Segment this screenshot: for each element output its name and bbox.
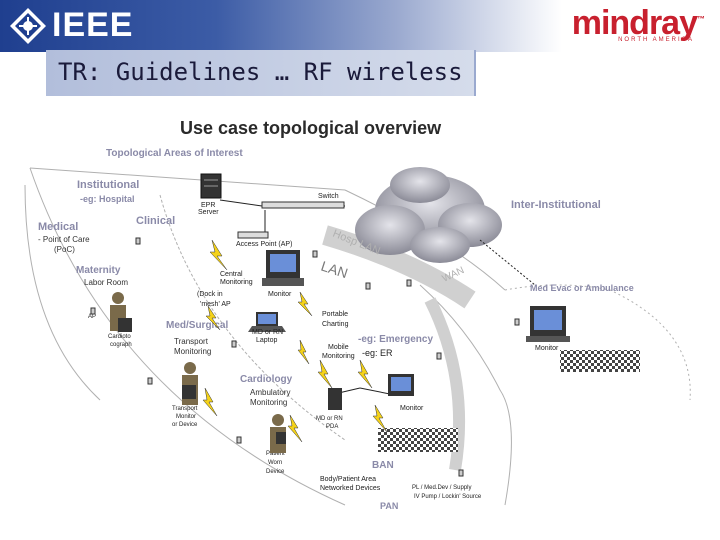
transport-monitoring-label: Monitoring <box>174 347 211 356</box>
laptop-icon <box>248 312 286 332</box>
transport-monitor-label-1: Transport <box>172 406 198 412</box>
mindray-subtitle: NORTH AMERICA <box>618 37 694 43</box>
evac-monitor-label: Monitor <box>535 345 559 352</box>
epr-label: EPR <box>201 202 215 209</box>
cardiotoco-label-1: Cardioto <box>108 334 131 340</box>
ambulatory-label: Ambulatory <box>250 388 290 397</box>
labor-room-label: Labor Room <box>84 278 128 287</box>
transport-monitor-label-3: or Device <box>172 422 198 428</box>
er-monitor-label: Monitor <box>400 405 424 412</box>
ambulatory-monitoring-label: Monitoring <box>250 398 287 407</box>
switch-label: Switch <box>318 193 339 200</box>
er-monitor-icon <box>388 374 414 396</box>
server-label: Server <box>198 209 219 216</box>
title-bar <box>46 50 476 96</box>
portable-label: Portable <box>322 311 348 318</box>
eg-emergency-label: -eg: Emergency <box>358 334 433 345</box>
med-evac-label: Med Evac or Ambulance <box>530 283 634 293</box>
pda-icon <box>328 388 342 410</box>
cardiology-label: Cardiology <box>240 374 293 385</box>
cardiotoco-label-2: cograph <box>110 342 132 348</box>
access-point-label: Access Point (AP) <box>236 241 292 248</box>
ban-label: BAN <box>372 460 394 471</box>
body-area-label-2: Networked Devices <box>320 485 381 492</box>
ap-label: AP <box>88 314 96 320</box>
pan-label: PAN <box>380 501 398 511</box>
laptop-label: Laptop <box>256 337 278 344</box>
inter-institutional-label: Inter-Institutional <box>511 199 601 211</box>
eg-er-label: -eg: ER <box>362 348 393 358</box>
maternity-label: Maternity <box>76 265 121 276</box>
institutional-label: Institutional <box>77 179 139 191</box>
md-pda-label-1: MD or RN <box>316 416 343 422</box>
patient-worn-label-3: Device <box>266 469 285 475</box>
central-monitoring-label: Monitoring <box>220 279 253 286</box>
infusion-label-1: PL / Med.Dev / Supply <box>412 485 471 491</box>
lan-label: LAN <box>319 258 350 282</box>
mesh-ap-label: 'mesh' AP <box>200 301 231 308</box>
transport-label: Transport <box>174 337 209 346</box>
mindray-logo: mindray™ <box>571 4 705 42</box>
infusion-label-2: IV Pump / Lockin' Source <box>414 494 482 500</box>
switch-icon <box>261 201 345 209</box>
slide-subtitle: Use case topological overview <box>180 118 442 138</box>
ap-icons: AP <box>88 237 520 477</box>
wan-cloud <box>355 167 502 263</box>
cardiotoco-device-icon <box>118 318 132 332</box>
monitor-label-central: Monitor <box>268 291 292 298</box>
transport-monitor-label-2: Monitor <box>176 414 196 420</box>
mobile-monitoring-label: Monitoring <box>322 353 355 360</box>
charting-label: Charting <box>322 321 349 328</box>
central-monitor-icon <box>262 250 304 286</box>
evac-patient-icon <box>560 350 640 372</box>
areas-title: Topological Areas of Interest <box>106 148 243 159</box>
transport-device-icon <box>182 385 196 399</box>
wireless-bolt-icons <box>202 239 388 443</box>
md-pda-label-2: PDA <box>326 424 338 430</box>
access-point-icon <box>237 231 269 239</box>
patient-worn-label-2: Worn <box>268 460 282 466</box>
body-area-label-1: Body/Patient Area <box>320 476 376 483</box>
poc-label: (PoC) <box>54 245 75 254</box>
header-bar: IEEE mindray™ NORTH AMERICA <box>0 0 720 52</box>
eg-hospital-label: -eg: Hospital <box>80 194 135 204</box>
ieee-logo-text: IEEE <box>52 6 134 44</box>
md-rn-label: MD or RN <box>252 329 283 336</box>
er-patient-icon <box>378 428 458 452</box>
ieee-diamond-icon <box>10 8 46 44</box>
slide-title: TR: Guidelines … RF wireless <box>58 58 463 86</box>
topology-diagram: EPR Server Switch Access Point (AP) Cent… <box>24 148 691 511</box>
dock-label: (Dock in <box>197 291 223 298</box>
patient-worn-label-1: Patient <box>266 451 285 457</box>
clinical-label: Clinical <box>136 215 175 227</box>
mobile-label: Mobile <box>328 344 349 351</box>
medical-label: Medical <box>38 221 78 233</box>
med-surgical-label: Med/Surgical <box>166 320 228 331</box>
evac-monitor-icon <box>526 306 570 342</box>
point-of-care-label: - Point of Care <box>38 235 90 244</box>
central-label: Central <box>220 271 243 278</box>
epr-server-icon <box>200 173 222 199</box>
patient-worn-device-icon <box>276 432 286 444</box>
